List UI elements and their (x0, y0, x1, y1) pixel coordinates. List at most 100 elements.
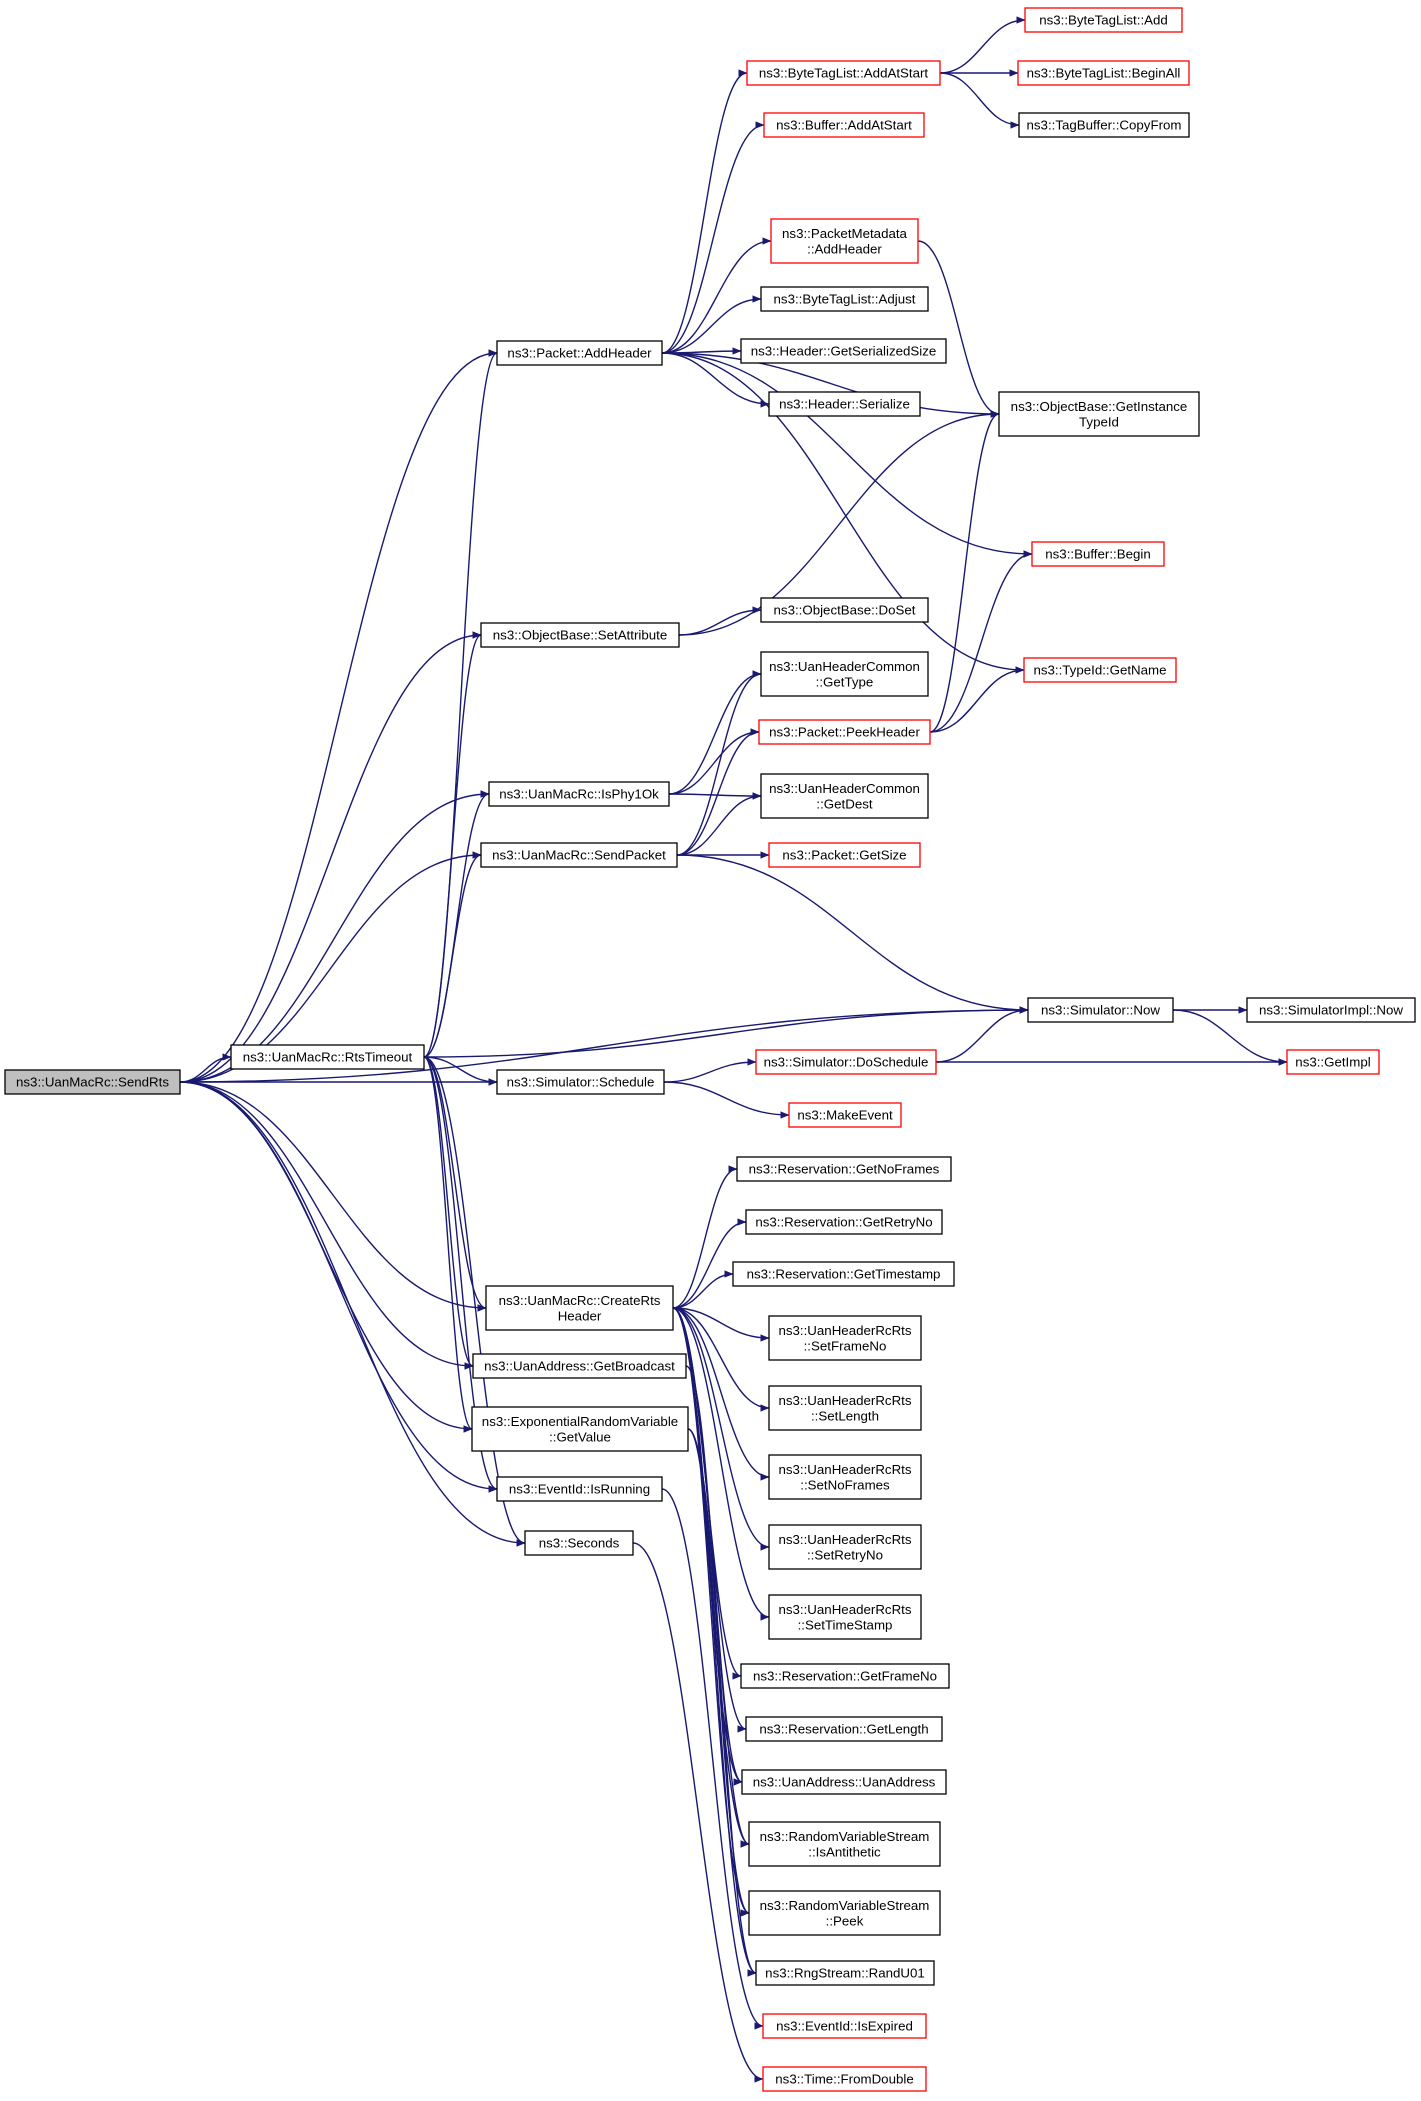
node-isantithetic[interactable]: ns3::RandomVariableStream::IsAntithetic (748, 1821, 941, 1867)
node-getretryno[interactable]: ns3::Reservation::GetRetryNo (745, 1209, 943, 1235)
edge-rtstimeout-to-getbroadcast (423, 1056, 474, 1370)
node-label: ns3::Simulator::Now (1041, 1003, 1160, 1018)
node-box (1031, 541, 1165, 567)
node-fromdouble[interactable]: ns3::Time::FromDouble (762, 2066, 927, 2092)
node-tagbuffercopy[interactable]: ns3::TagBuffer::CopyFrom (1018, 112, 1190, 138)
node-label: ns3::RngStream::RandU01 (765, 1966, 925, 1981)
node-uanaddress[interactable]: ns3::UanAddress::UanAddress (741, 1769, 947, 1795)
node-label: ns3::UanMacRc::SendRts (16, 1075, 169, 1090)
edge-creatertsheader-to-setlength (672, 1307, 770, 1412)
node-getimpl[interactable]: ns3::GetImpl (1286, 1049, 1380, 1075)
node-sendpacket[interactable]: ns3::UanMacRc::SendPacket (480, 842, 678, 868)
node-isrunning[interactable]: ns3::EventId::IsRunning (496, 1476, 663, 1502)
node-setnoframes[interactable]: ns3::UanHeaderRcRts::SetNoFrames (768, 1454, 922, 1500)
node-simimplnow[interactable]: ns3::SimulatorImpl::Now (1246, 997, 1416, 1023)
node-setretryno[interactable]: ns3::UanHeaderRcRts::SetRetryNo (768, 1524, 922, 1570)
node-gettype[interactable]: ns3::UanHeaderCommon::GetType (760, 651, 929, 697)
edge-setattribute-to-doset (678, 606, 762, 636)
node-setattribute[interactable]: ns3::ObjectBase::SetAttribute (480, 622, 680, 648)
edge-sendpacket-to-gettype (676, 670, 762, 856)
node-getnoframes[interactable]: ns3::Reservation::GetNoFrames (736, 1156, 952, 1182)
edge-rtstimeout-to-setattribute (423, 631, 482, 1058)
node-bufferaddatstart[interactable]: ns3::Buffer::AddAtStart (763, 112, 925, 138)
node-isphy1ok[interactable]: ns3::UanMacRc::IsPhy1Ok (488, 781, 670, 807)
node-box (768, 1385, 922, 1431)
node-box (1246, 997, 1416, 1023)
edge-addheader-to-typeidgetname (661, 352, 1025, 674)
node-label: ns3::GetImpl (1295, 1055, 1370, 1070)
node-seconds[interactable]: ns3::Seconds (524, 1530, 634, 1556)
edge-sendpacket-to-simnow (676, 854, 1029, 1014)
node-beginall[interactable]: ns3::ByteTagList::BeginAll (1017, 60, 1190, 86)
node-label: ::AddHeader (807, 241, 882, 256)
node-expgetvalue[interactable]: ns3::ExponentialRandomVariable::GetValue (471, 1406, 689, 1452)
node-doset[interactable]: ns3::ObjectBase::DoSet (760, 597, 929, 623)
node-label: ns3::EventId::IsExpired (776, 2019, 913, 2034)
node-getframeno[interactable]: ns3::Reservation::GetFrameNo (740, 1663, 950, 1689)
edge-isphy1ok-to-peekheader (668, 728, 760, 795)
node-doschedule[interactable]: ns3::Simulator::DoSchedule (755, 1049, 937, 1075)
node-box (480, 622, 680, 648)
node-getbroadcast[interactable]: ns3::UanAddress::GetBroadcast (472, 1353, 687, 1379)
node-box (788, 1102, 902, 1128)
node-adjust[interactable]: ns3::ByteTagList::Adjust (760, 286, 929, 312)
node-box (760, 286, 929, 312)
edge-rtstimeout-to-isrunning (423, 1056, 498, 1493)
node-randu01[interactable]: ns3::RngStream::RandU01 (755, 1960, 935, 1986)
node-getsize[interactable]: ns3::Packet::GetSize (768, 842, 921, 868)
node-label: ns3::Header::Serialize (779, 397, 910, 412)
node-settimestamp[interactable]: ns3::UanHeaderRcRts::SetTimeStamp (768, 1594, 922, 1640)
node-box (496, 1476, 663, 1502)
node-box (760, 597, 929, 623)
node-isexpired[interactable]: ns3::EventId::IsExpired (762, 2013, 927, 2039)
node-gettimestamp[interactable]: ns3::Reservation::GetTimestamp (732, 1261, 955, 1287)
node-rtstimeout[interactable]: ns3::UanMacRc::RtsTimeout (230, 1044, 425, 1070)
node-pmaddheader[interactable]: ns3::PacketMetadata::AddHeader (770, 218, 919, 264)
node-label: ns3::Seconds (539, 1536, 620, 1551)
node-label: ns3::ExponentialRandomVariable (482, 1414, 678, 1429)
node-setframeno[interactable]: ns3::UanHeaderRcRts::SetFrameNo (768, 1315, 922, 1361)
node-addatstart[interactable]: ns3::ByteTagList::AddAtStart (746, 60, 941, 86)
node-label: ns3::Packet::AddHeader (507, 346, 652, 361)
edge-peekheader-to-typeidgetname (929, 666, 1025, 733)
function-nodes: ns3::UanMacRc::SendRts ns3::UanMacRc::Rts… (4, 7, 1416, 2092)
node-simnow[interactable]: ns3::Simulator::Now (1027, 997, 1174, 1023)
node-sendrts[interactable]: ns3::UanMacRc::SendRts (4, 1069, 181, 1095)
edge-creatertsheader-to-gettimestamp (672, 1270, 734, 1309)
node-setlength[interactable]: ns3::UanHeaderRcRts::SetLength (768, 1385, 922, 1431)
node-label: ns3::Packet::GetSize (782, 848, 906, 863)
node-label: ns3::UanHeaderRcRts (778, 1462, 911, 1477)
node-serialize[interactable]: ns3::Header::Serialize (768, 391, 921, 417)
node-label: ns3::UanHeaderCommon (769, 781, 920, 796)
node-peek[interactable]: ns3::RandomVariableStream::Peek (748, 1890, 941, 1936)
node-bytetagadd[interactable]: ns3::ByteTagList::Add (1024, 7, 1183, 33)
node-bufferbegin[interactable]: ns3::Buffer::Begin (1031, 541, 1165, 567)
node-label: ns3::Buffer::AddAtStart (776, 118, 912, 133)
edge-peekheader-to-getinstancetypeid (929, 410, 1000, 733)
edge-rtstimeout-to-addheader (423, 349, 498, 1058)
node-label: ns3::MakeEvent (797, 1108, 893, 1123)
edge-isphy1ok-to-getdest (668, 792, 762, 800)
node-makeevent[interactable]: ns3::MakeEvent (788, 1102, 902, 1128)
node-box (1017, 60, 1190, 86)
node-peekheader[interactable]: ns3::Packet::PeekHeader (758, 719, 931, 745)
node-addheader[interactable]: ns3::Packet::AddHeader (496, 340, 663, 366)
node-label: ns3::UanHeaderRcRts (778, 1532, 911, 1547)
node-getserializedsize[interactable]: ns3::Header::GetSerializedSize (740, 338, 947, 364)
node-label: ns3::UanMacRc::IsPhy1Ok (499, 787, 659, 802)
node-getlength[interactable]: ns3::Reservation::GetLength (745, 1716, 943, 1742)
node-label: ns3::Simulator::Schedule (507, 1075, 655, 1090)
edge-setattribute-to-getinstancetypeid (678, 410, 1000, 636)
edge-sendrts-to-sendpacket (179, 851, 482, 1083)
node-getdest[interactable]: ns3::UanHeaderCommon::GetDest (760, 773, 929, 819)
node-label: ns3::TypeId::GetName (1033, 663, 1166, 678)
edge-sendpacket-to-peekheader (676, 728, 760, 856)
node-box (748, 1890, 941, 1936)
node-box (768, 1524, 922, 1570)
node-schedule[interactable]: ns3::Simulator::Schedule (496, 1069, 665, 1095)
node-box (770, 218, 919, 264)
node-typeidgetname[interactable]: ns3::TypeId::GetName (1023, 657, 1177, 683)
edge-doschedule-to-simnow (935, 1006, 1029, 1063)
